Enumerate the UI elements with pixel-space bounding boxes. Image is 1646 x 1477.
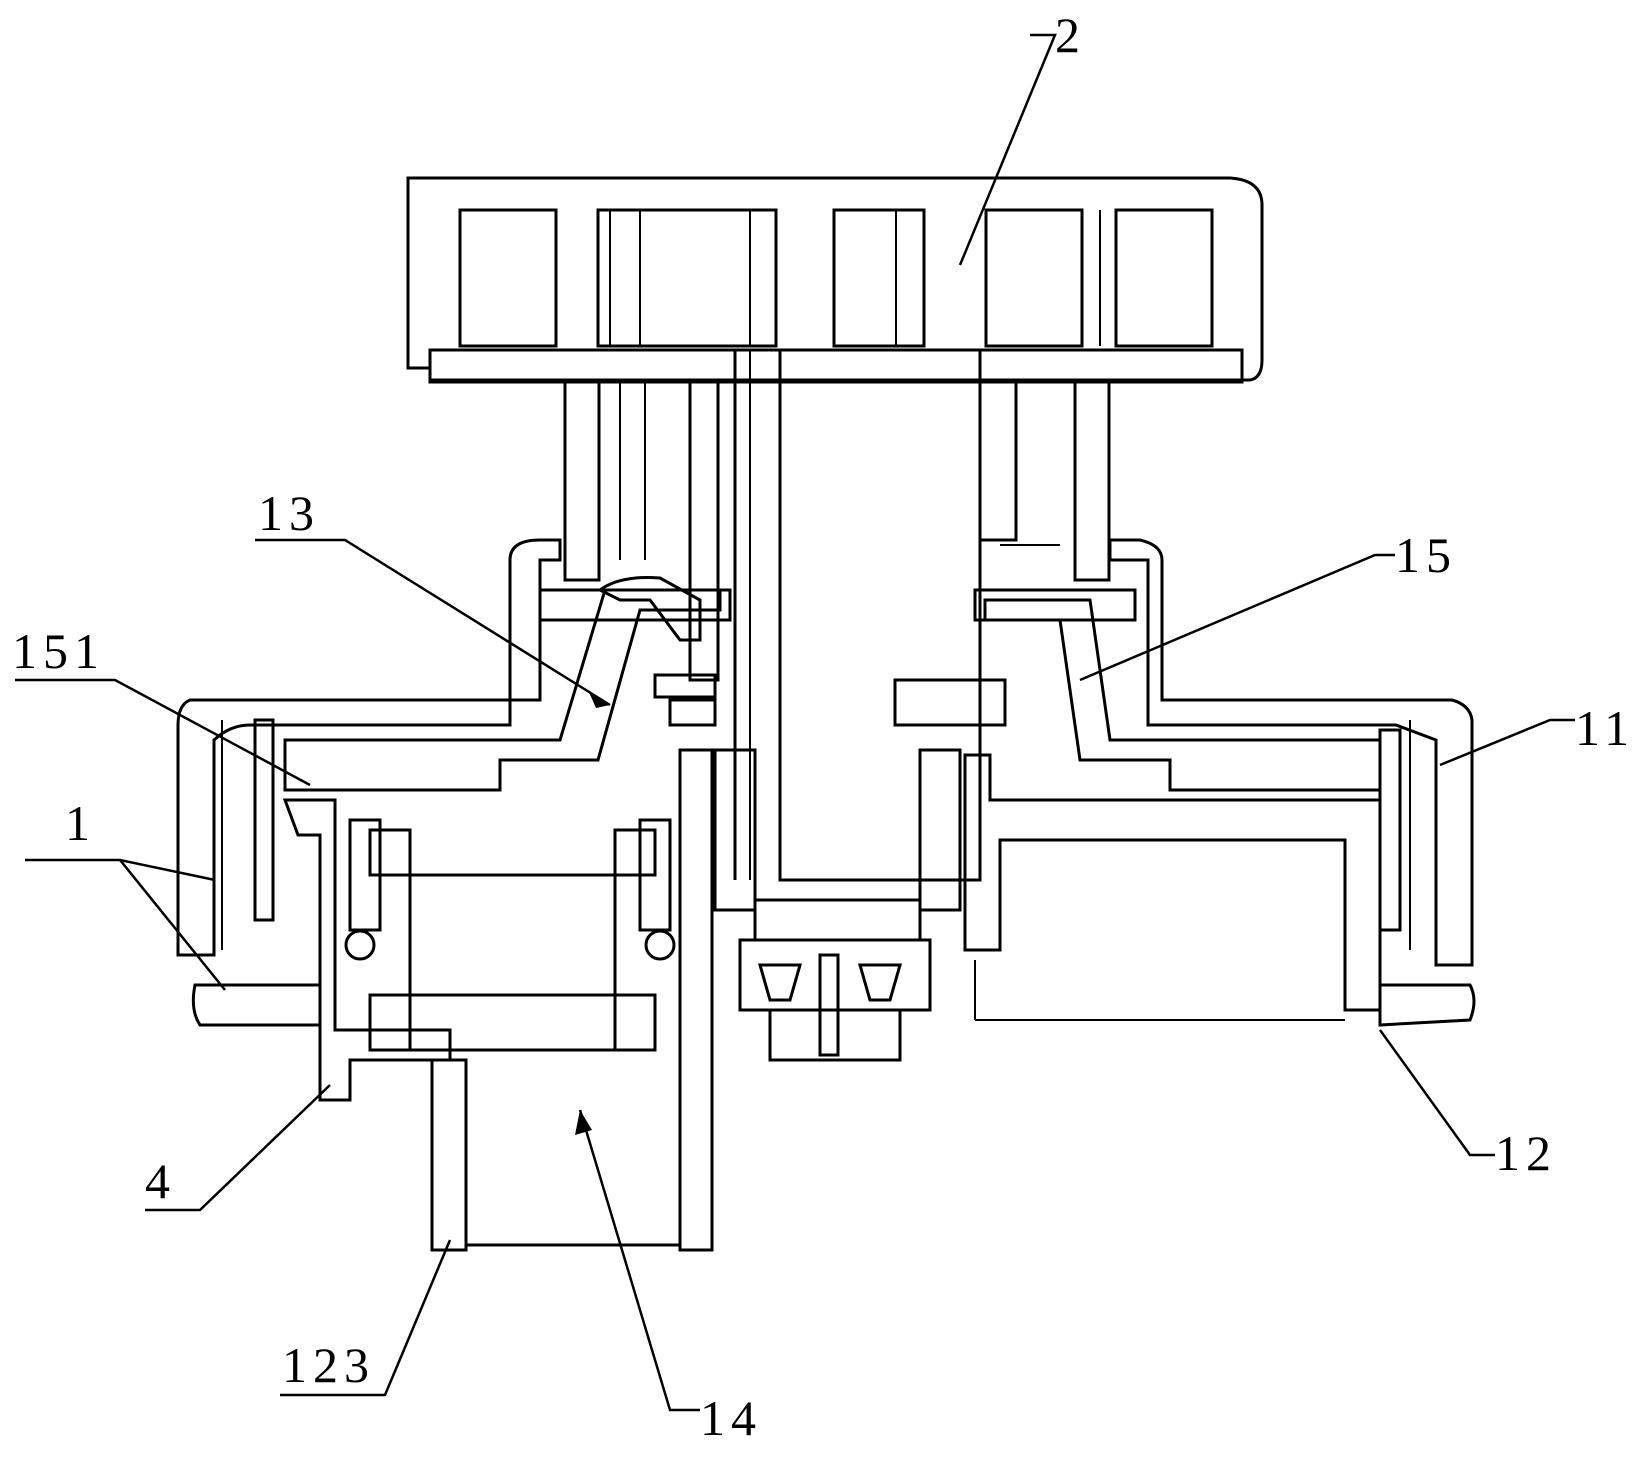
label-2: 2 — [1055, 7, 1086, 63]
label-1: 1 — [65, 795, 96, 851]
label-14: 14 — [700, 1390, 762, 1446]
label-123: 123 — [282, 1337, 375, 1393]
reference-labels: 2 13 15 151 11 1 4 12 123 14 — [12, 7, 1635, 1446]
cartridge — [344, 818, 676, 1052]
label-15: 15 — [1395, 527, 1457, 583]
stem-assembly — [563, 348, 1111, 882]
leader-lines — [15, 33, 1575, 1412]
seal-ring — [538, 576, 1137, 727]
label-13: 13 — [258, 485, 320, 541]
label-11: 11 — [1575, 700, 1635, 756]
intermediate-plate — [283, 588, 1382, 792]
label-151: 151 — [12, 623, 105, 679]
valve-body — [191, 748, 1476, 1252]
valve-seat — [713, 748, 962, 1062]
label-4: 4 — [145, 1153, 176, 1209]
label-12: 12 — [1495, 1125, 1557, 1181]
